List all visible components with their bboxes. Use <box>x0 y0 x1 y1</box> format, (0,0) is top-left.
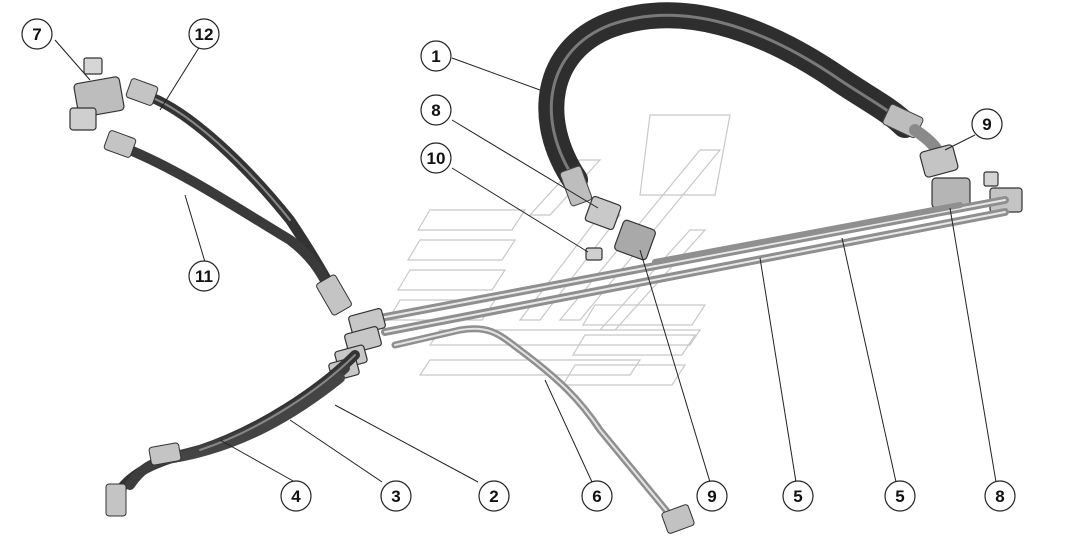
callout-5a-label: 5 <box>793 487 802 506</box>
callout-5b-label: 5 <box>895 487 904 506</box>
callout-4: 4 <box>280 480 312 512</box>
parts-11-12-hoses <box>103 78 352 316</box>
callout-8b-label: 8 <box>995 487 1004 506</box>
fittings-center <box>584 195 656 261</box>
callout-1-label: 1 <box>431 47 440 66</box>
callout-8a-label: 8 <box>431 101 440 120</box>
fittings-right <box>919 144 1023 213</box>
callout-5b: 5 <box>884 480 916 512</box>
callout-10-label: 10 <box>427 149 446 168</box>
callout-7: 7 <box>21 18 53 50</box>
callouts: 1 2 3 4 5 5 6 7 <box>21 18 1016 512</box>
callout-9a-label: 9 <box>982 115 991 134</box>
callout-10: 10 <box>420 142 452 174</box>
callout-6-label: 6 <box>592 487 601 506</box>
watermark-logo <box>386 114 731 386</box>
callout-1: 1 <box>420 40 452 72</box>
leader-lines <box>54 39 997 483</box>
callout-9b: 9 <box>696 480 728 512</box>
part-5-tubes <box>376 196 1009 336</box>
callout-4-label: 4 <box>291 487 301 506</box>
callout-6: 6 <box>581 480 613 512</box>
junction-fittings <box>328 308 386 382</box>
callout-12-label: 12 <box>195 25 214 44</box>
callout-3: 3 <box>380 480 412 512</box>
callout-3-label: 3 <box>391 487 400 506</box>
callout-11-label: 11 <box>195 267 213 286</box>
part-7-tee-fitting <box>69 57 125 131</box>
part-1-hose <box>538 2 946 207</box>
callout-5a: 5 <box>782 480 814 512</box>
callout-8b: 8 <box>984 480 1016 512</box>
callout-12: 12 <box>188 18 220 50</box>
callout-8a: 8 <box>420 94 452 126</box>
parts-2-3-4-hoses <box>105 350 360 517</box>
callout-9a: 9 <box>971 108 1003 140</box>
callout-7-label: 7 <box>32 25 41 44</box>
callout-9b-label: 9 <box>707 487 716 506</box>
callout-2-label: 2 <box>489 487 498 506</box>
callout-2: 2 <box>478 480 510 512</box>
callout-11: 11 <box>188 260 220 292</box>
part-6-tube <box>391 325 695 534</box>
